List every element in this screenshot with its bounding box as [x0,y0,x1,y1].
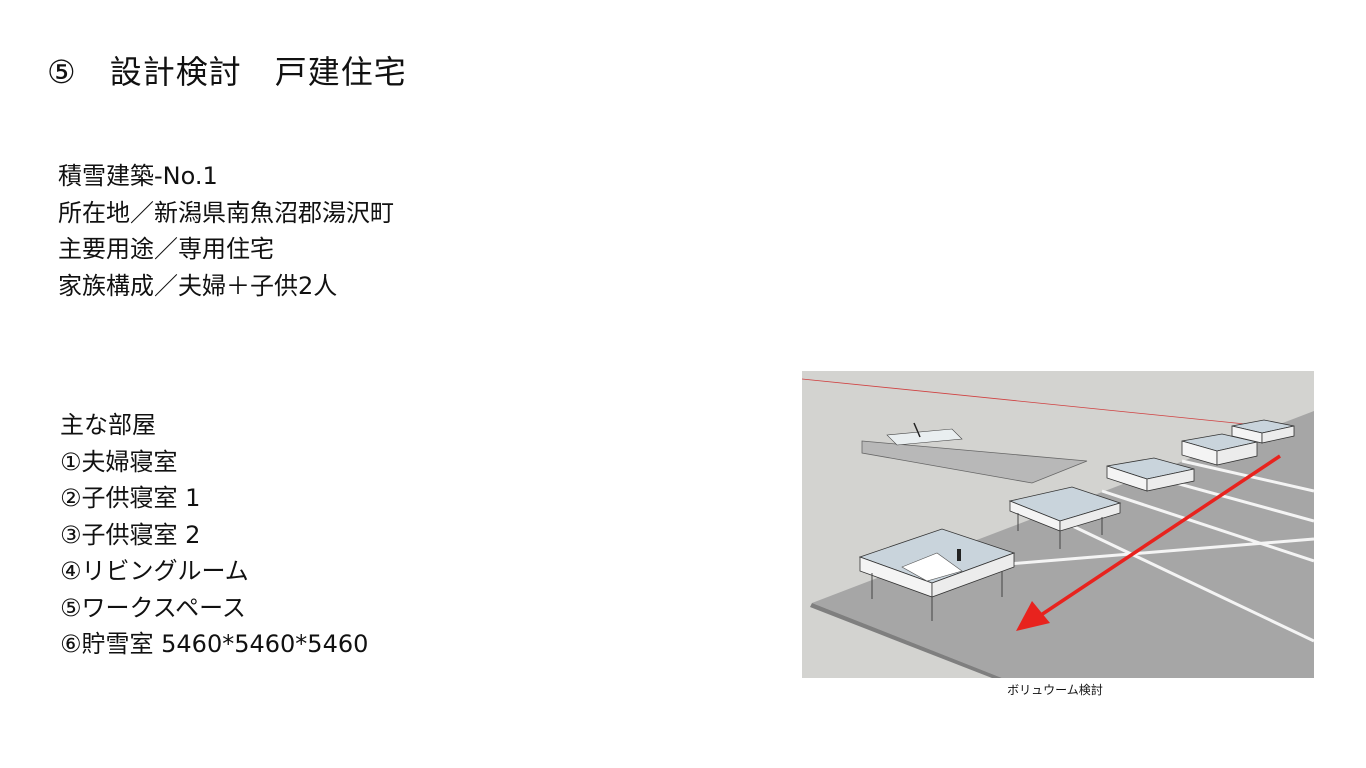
volume-study-render [802,371,1314,678]
axis-guide-line [802,378,1314,432]
far-plot [861,440,1088,484]
house-volume [1181,433,1258,466]
far-building [886,428,963,446]
project-location: 所在地／新潟県南魚沼郡湯沢町 [58,198,394,227]
project-info: 積雪建築-No.1 所在地／新潟県南魚沼郡湯沢町 主要用途／専用住宅 家族構成／… [58,158,394,304]
room-item: ②子供寝室 1 [60,484,201,512]
house-volume [1106,457,1195,492]
road-stripe [1101,489,1314,563]
room-list: 主な部屋 ①夫婦寝室 ②子供寝室 1 ③子供寝室 2 ④リビングルーム ⑤ワーク… [60,407,368,663]
room-item: ①夫婦寝室 [60,447,178,476]
ground-slab-edge [810,603,1002,678]
slide-title: ⑤ 設計検討 戸建住宅 [47,53,407,91]
room-list-heading: 主な部屋 [60,411,156,439]
road-stripe [1061,519,1314,643]
house-volume [1231,419,1295,444]
house-volume [858,528,1016,621]
project-use: 主要用途／専用住宅 [58,235,274,263]
far-building-figure [913,422,921,438]
room-item: ④リビングルーム [60,557,249,585]
volume-study-image [802,371,1314,678]
arrow-head [1016,601,1050,631]
room-item: ③子供寝室 2 [60,520,201,549]
arrow-shaft [1037,454,1281,619]
figure-caption: ボリュウーム検討 [1007,683,1103,697]
house-volume [1008,486,1122,549]
project-family: 家族構成／夫婦＋子供2人 [58,271,338,300]
project-name: 積雪建築-No.1 [58,162,218,190]
room-item: ⑤ワークスペース [60,593,246,622]
snow-flow-arrow [1016,454,1281,631]
room-item: ⑥貯雪室 5460*5460*5460 [60,630,369,658]
